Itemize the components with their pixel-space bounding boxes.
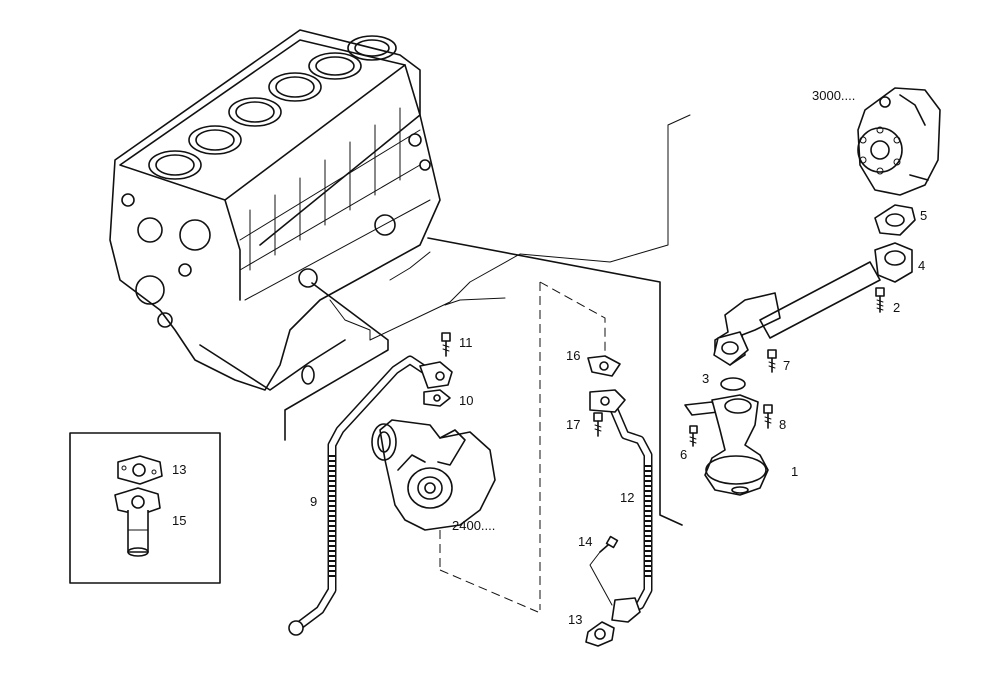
bolt-14 [599,535,619,553]
oil-feed-pipe-9 [288,355,453,636]
engine-silhouette-line-3 [444,297,506,306]
leader-line-block-right [427,237,683,526]
gasket-13-inset [117,455,163,485]
callout-1: 1 [791,464,798,479]
bolt-8 [763,404,773,429]
leader-line-block-left [284,282,389,441]
callout-3: 3 [702,371,709,386]
oil-strainer-1 [684,394,769,496]
callout-6: 6 [680,447,687,462]
oil-return-pipe-12 [589,389,653,623]
callout-8: 8 [779,417,786,432]
vacuum-pump [857,87,941,196]
o-ring-3 [720,377,746,391]
inset-box [69,432,221,584]
dashed-guide-top [539,281,606,355]
leader-line-14 [589,551,613,606]
bolt-11 [441,332,451,357]
callout-12: 12 [620,490,634,505]
gasket-10 [423,389,451,407]
callout-9: 9 [310,494,317,509]
adapter-15 [114,487,161,557]
gasket-5 [874,204,916,236]
bolt-17 [593,412,603,437]
oil-pipe-4 [713,242,913,366]
callout-7: 7 [783,358,790,373]
engine-silhouette-line-2 [389,251,431,281]
callout-2400: 2400.... [452,518,495,533]
engine-silhouette-line [329,114,691,341]
callout-15: 15 [172,513,186,528]
gasket-16 [587,355,621,377]
callout-16: 16 [566,348,580,363]
callout-14: 14 [578,534,592,549]
gasket-13-bottom [585,621,615,647]
callout-5: 5 [920,208,927,223]
callout-13-inset: 13 [172,462,186,477]
turbocharger [371,419,496,531]
callout-11: 11 [459,335,473,350]
callout-10: 10 [459,393,473,408]
engine-block [109,29,441,391]
callout-4: 4 [918,258,925,273]
callout-13-bottom: 13 [568,612,582,627]
dashed-guide-bottom [439,569,539,613]
bolt-7 [767,349,777,373]
bolt-2 [875,287,885,313]
callout-3000: 3000.... [812,88,855,103]
callout-2: 2 [893,300,900,315]
bolt-6 [689,425,698,447]
callout-17: 17 [566,417,580,432]
